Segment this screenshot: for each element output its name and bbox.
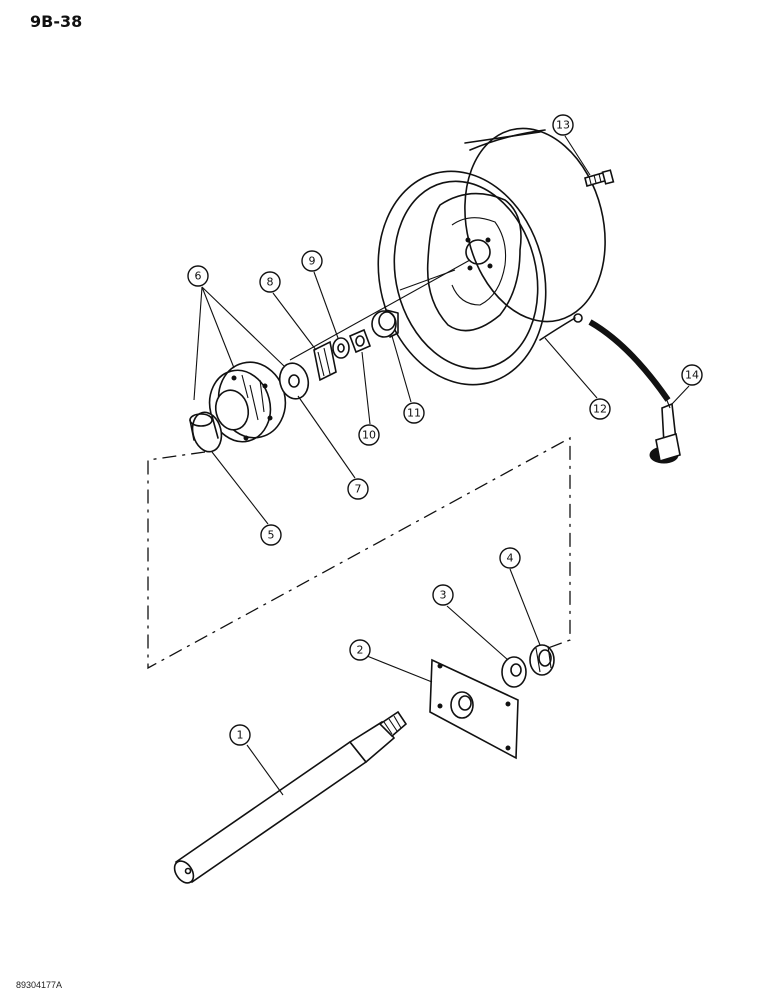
callout-8: 8 [259,271,281,293]
svg-text:2: 2 [357,644,364,657]
svg-text:8: 8 [267,276,274,289]
svg-text:10: 10 [362,429,376,442]
svg-text:7: 7 [355,483,362,496]
svg-text:4: 4 [507,552,514,565]
callout-2: 2 [349,639,371,661]
callout-12: 12 [589,398,611,420]
svg-text:12: 12 [593,403,607,416]
callout-13: 13 [552,114,574,136]
callout-7: 7 [347,478,369,500]
callout-1: 1 [229,724,251,746]
wheel-rim [377,127,671,402]
callout-4: 4 [499,547,521,569]
svg-text:5: 5 [268,529,275,542]
callout-5: 5 [260,524,282,546]
bearing-cone [313,340,337,382]
svg-text:14: 14 [685,369,699,382]
castle-nut [348,328,372,354]
svg-text:13: 13 [556,119,570,132]
callout-14: 14 [681,364,703,386]
svg-text:6: 6 [195,270,202,283]
spindle-washer [501,656,527,688]
svg-text:9: 9 [309,255,316,268]
svg-text:1: 1 [237,729,244,742]
spindle-bearing [529,644,555,676]
callout-3: 3 [432,584,454,606]
dust-cap [371,309,399,338]
page-number: 9B-38 [30,12,83,31]
wheel-bolt [584,169,615,187]
thrust-washer [332,337,350,359]
alignment-dash-line [147,436,571,670]
wheel-hub [208,361,287,443]
callout-11: 11 [403,402,425,424]
callout-6: 6 [187,265,209,287]
callout-lines [193,135,690,796]
callout-9: 9 [301,250,323,272]
axle-shaft [173,710,408,884]
svg-text:11: 11 [407,407,421,420]
valve-stem [649,397,681,464]
callout-10: 10 [358,424,380,446]
svg-text:3: 3 [440,589,447,602]
figure-code: 89304177A [16,980,63,990]
hub-seal [189,411,223,453]
mounting-plate [429,658,519,760]
washer [278,362,310,400]
